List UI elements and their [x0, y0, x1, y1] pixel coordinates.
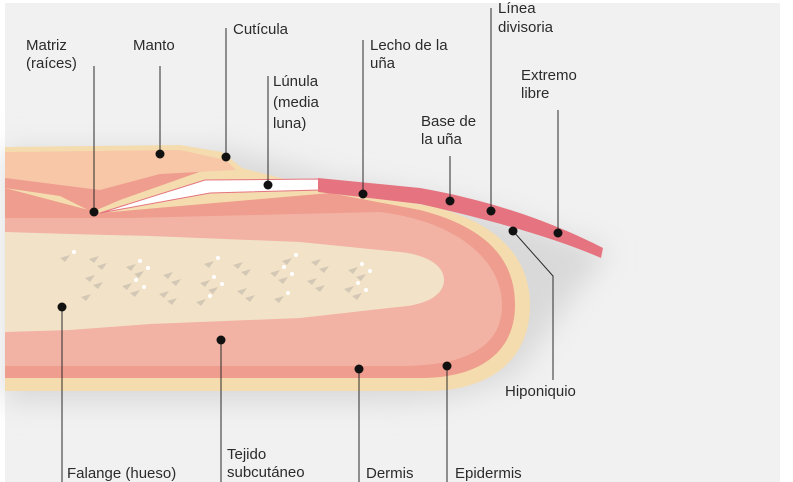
dot-linea — [487, 207, 496, 216]
label-epidermis: Epidermis — [455, 465, 522, 482]
bone-dot — [364, 288, 368, 292]
background-right-strip — [780, 3, 793, 482]
dot-dermis — [355, 365, 364, 374]
bone-dot — [142, 285, 146, 289]
bone-dot — [368, 269, 372, 273]
bone-dot — [282, 265, 286, 269]
dot-matriz — [90, 208, 99, 217]
bone-dot — [294, 253, 298, 257]
dot-extremo — [554, 229, 563, 238]
bone-dot — [286, 291, 290, 295]
bone-dot — [146, 266, 150, 270]
bone-dot — [220, 282, 224, 286]
bone-dot — [208, 294, 212, 298]
label-cuticula: Cutícula — [233, 21, 289, 38]
bone-dot — [216, 256, 220, 260]
label-dermis: Dermis — [366, 465, 414, 482]
label-hiponiquio: Hiponiquio — [505, 383, 576, 400]
bone-dot — [72, 250, 76, 254]
label-falange: Falange (hueso) — [67, 465, 176, 482]
bone-dot — [134, 278, 138, 282]
dot-manto — [156, 150, 165, 159]
label-matriz: Matriz (raíces) — [26, 37, 77, 72]
label-manto: Manto — [133, 37, 175, 54]
dot-lunula — [264, 181, 273, 190]
bone-dot — [138, 259, 142, 263]
dot-tejido — [217, 336, 226, 345]
dot-falange — [58, 303, 67, 312]
dot-epidermis — [443, 362, 452, 371]
bone-dot — [212, 275, 216, 279]
bone-dot — [290, 272, 294, 276]
dot-base — [446, 197, 455, 206]
dot-lecho — [359, 190, 368, 199]
bone-dot — [360, 262, 364, 266]
dot-hiponiquio — [509, 227, 518, 236]
bone-dot — [356, 281, 360, 285]
dot-cuticula — [222, 153, 231, 162]
